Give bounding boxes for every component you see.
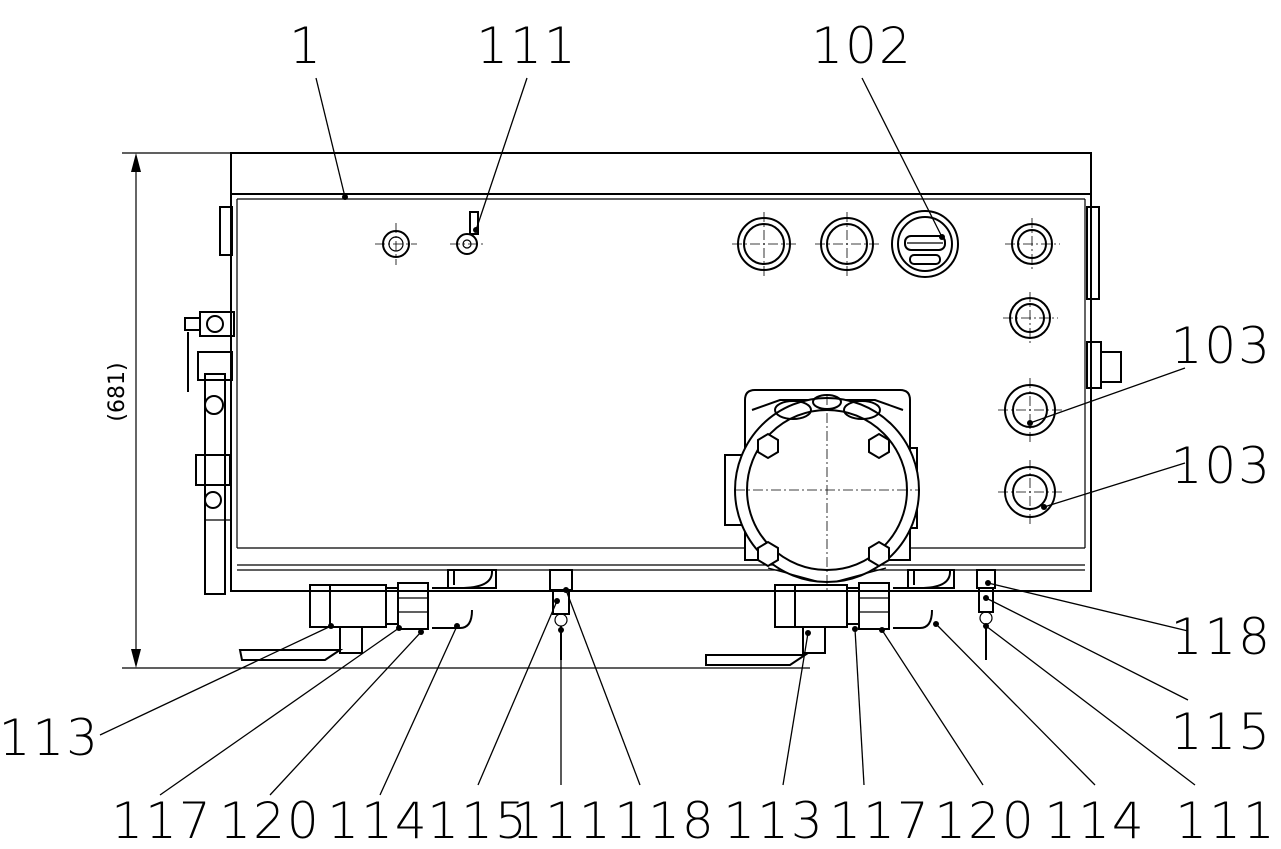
cable-gland-103-a	[998, 378, 1062, 442]
cable-gland-2	[815, 212, 879, 276]
cable-gland-1	[732, 212, 796, 276]
callout-114-b: 114	[1044, 792, 1145, 849]
callout-1: 1	[289, 17, 323, 75]
callout-114-a: 114	[327, 792, 428, 849]
callout-118-right: 118	[1171, 608, 1272, 666]
leader-lines	[99, 77, 1196, 796]
motor-assembly	[724, 389, 920, 590]
cable-gland-4	[1003, 292, 1058, 344]
callout-117-a: 117	[111, 792, 212, 849]
callout-117-b: 117	[829, 792, 930, 849]
callout-103-a: 103	[1171, 317, 1272, 375]
left-fitting-train	[238, 569, 497, 661]
dimension-label: (681)	[105, 362, 130, 421]
callout-113-b: 113	[723, 792, 824, 849]
callout-111-b: 111	[1175, 792, 1276, 849]
right-fitting-train	[705, 569, 955, 666]
callout-102: 102	[811, 17, 912, 75]
callout-111-top: 111	[476, 17, 577, 75]
left-latch-assembly	[184, 311, 235, 595]
callout-115-right: 115	[1171, 703, 1272, 761]
callout-120-b: 120	[934, 792, 1035, 849]
callout-115-a: 115	[427, 792, 528, 849]
callout-labels: 1 111 102 103 103 118 115 113 117 120 11…	[0, 17, 1276, 849]
cable-gland-103-b	[998, 460, 1062, 524]
callout-103-b: 103	[1171, 437, 1272, 495]
callout-118-a: 118	[614, 792, 715, 849]
indicator-102	[891, 210, 959, 278]
callout-120-a: 120	[219, 792, 320, 849]
height-dimension: (681)	[105, 152, 810, 669]
callout-111-a: 111	[511, 792, 612, 849]
cable-gland-3	[1005, 218, 1060, 270]
small-gland	[375, 223, 417, 265]
callout-113-left: 113	[0, 709, 100, 767]
housing	[219, 152, 1122, 592]
